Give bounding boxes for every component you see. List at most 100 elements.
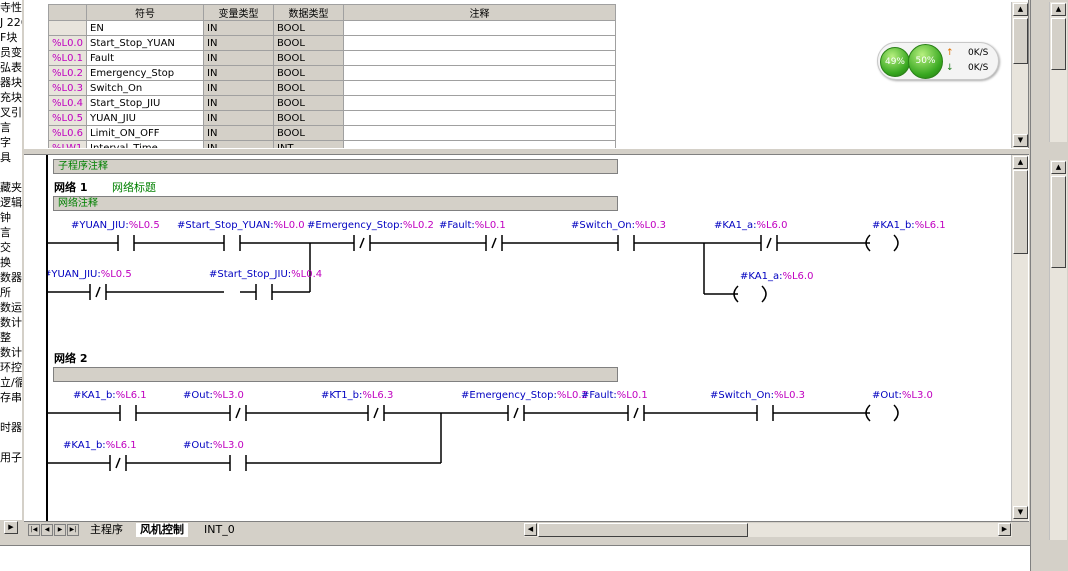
cell-var-type[interactable]: IN (203, 65, 274, 81)
cell-var-type[interactable]: IN (203, 110, 274, 126)
scroll-down-icon[interactable]: ▼ (1013, 506, 1028, 519)
cell-comment[interactable] (343, 65, 616, 81)
nc-contact[interactable] (507, 405, 525, 421)
cell-addr[interactable]: %L0.2 (48, 65, 87, 81)
cell-addr[interactable]: %L0.1 (48, 50, 87, 66)
var-table-vscrollbar[interactable]: ▲ ▼ (1011, 2, 1028, 148)
output-coil[interactable] (733, 285, 767, 303)
tree-item[interactable]: 藏夹 (0, 181, 22, 194)
no-contact[interactable] (117, 235, 135, 251)
tree-item[interactable]: 逻辑 (0, 196, 22, 209)
cell-symbol[interactable]: Switch_On (86, 80, 204, 96)
nc-contact[interactable] (109, 455, 127, 471)
tab-fan-control[interactable]: 风机控制 (136, 523, 188, 537)
hscroll-thumb[interactable] (538, 523, 748, 537)
tree-scroll-right-icon[interactable]: ▶ (4, 521, 18, 534)
cell-var-type[interactable]: IN (203, 95, 274, 111)
tree-item[interactable]: 字 (0, 136, 11, 149)
pane-splitter[interactable] (24, 148, 1029, 155)
cell-comment[interactable] (343, 20, 616, 36)
tree-item[interactable]: 时器 (0, 421, 22, 434)
cell-comment[interactable] (343, 50, 616, 66)
scroll-down-icon[interactable]: ▼ (1013, 134, 1028, 147)
no-contact[interactable] (617, 235, 635, 251)
tree-item[interactable]: 钟 (0, 211, 11, 224)
editor-vscrollbar[interactable]: ▲ ▼ (1011, 155, 1028, 521)
cell-data-type[interactable]: BOOL (273, 20, 344, 36)
cell-addr[interactable]: %L0.6 (48, 125, 87, 141)
no-contact[interactable] (229, 455, 247, 471)
ladder-editor-area[interactable]: 子程序注释 网络 1 网络标题 网络注释 网络 2 #YUAN_JIU:%L0.… (46, 155, 1011, 521)
scroll-up-icon[interactable]: ▲ (1013, 3, 1028, 16)
cell-data-type[interactable]: BOOL (273, 125, 344, 141)
col-var-type-header[interactable]: 变量类型 (203, 4, 274, 21)
nc-contact[interactable] (485, 235, 503, 251)
cell-comment[interactable] (343, 110, 616, 126)
cell-data-type[interactable]: BOOL (273, 35, 344, 51)
subroutine-comment[interactable]: 子程序注释 (53, 159, 618, 174)
tree-item[interactable]: 立/循 (0, 376, 22, 389)
cell-symbol[interactable]: Start_Stop_JIU (86, 95, 204, 111)
tree-item[interactable]: 器块 (0, 76, 22, 89)
tree-item[interactable]: 存串 (0, 391, 22, 404)
tree-item[interactable]: 叉引用 (0, 106, 22, 119)
tree-item[interactable]: J 226 (0, 16, 22, 29)
cell-comment[interactable] (343, 35, 616, 51)
cell-symbol[interactable]: Limit_ON_OFF (86, 125, 204, 141)
right-vscrollbar-bottom[interactable]: ▲ (1049, 160, 1067, 540)
cell-addr[interactable]: %L0.5 (48, 110, 87, 126)
tab-main-program[interactable]: 主程序 (90, 523, 123, 536)
last-tab-icon[interactable]: ▶| (67, 524, 79, 536)
tree-item[interactable]: 数器 (0, 271, 22, 284)
scroll-thumb[interactable] (1013, 18, 1028, 64)
tree-item[interactable]: 充块 (0, 91, 22, 104)
cell-data-type[interactable]: BOOL (273, 65, 344, 81)
cell-var-type[interactable]: IN (203, 125, 274, 141)
tree-item[interactable]: 弘表 (0, 61, 22, 74)
tab-int-0[interactable]: INT_0 (204, 523, 235, 536)
no-contact[interactable] (756, 405, 774, 421)
tree-item[interactable]: 数计算 (0, 346, 22, 359)
cell-var-type[interactable]: IN (203, 80, 274, 96)
cell-comment[interactable] (343, 95, 616, 111)
nc-contact[interactable] (89, 284, 107, 300)
tree-item[interactable]: 寺性 (0, 1, 22, 14)
scroll-thumb[interactable] (1013, 170, 1028, 254)
col-symbol-header[interactable]: 符号 (86, 4, 204, 21)
scroll-left-icon[interactable]: ◀ (524, 523, 537, 536)
next-tab-icon[interactable]: ▶ (54, 524, 66, 536)
network-1-comment[interactable]: 网络注释 (53, 196, 618, 211)
cell-addr[interactable]: %L0.3 (48, 80, 87, 96)
output-coil[interactable] (865, 234, 899, 252)
tree-item[interactable]: 所 (0, 286, 11, 299)
col-comment-header[interactable]: 注释 (343, 4, 616, 21)
cell-comment[interactable] (343, 80, 616, 96)
tree-item[interactable]: 环控制 (0, 361, 22, 374)
scroll-thumb[interactable] (1051, 176, 1066, 268)
cell-addr[interactable]: %L0.4 (48, 95, 87, 111)
no-contact[interactable] (223, 235, 241, 251)
prev-tab-icon[interactable]: ◀ (41, 524, 53, 536)
tree-item[interactable]: 言 (0, 226, 11, 239)
editor-hscrollbar[interactable]: ◀ ▶ (524, 523, 1012, 537)
output-coil[interactable] (865, 404, 899, 422)
cell-addr[interactable]: %L0.0 (48, 35, 87, 51)
nc-contact[interactable] (760, 235, 778, 251)
tree-item[interactable]: 言 (0, 121, 11, 134)
cell-data-type[interactable]: BOOL (273, 95, 344, 111)
cell-symbol[interactable]: Emergency_Stop (86, 65, 204, 81)
network-1-title[interactable]: 网络标题 (112, 181, 156, 194)
right-vscrollbar-top[interactable]: ▲ (1049, 2, 1067, 142)
tree-item[interactable]: 整 (0, 331, 11, 344)
tree-item[interactable]: 用子程 (0, 451, 22, 464)
tree-item[interactable]: 具 (0, 151, 11, 164)
col-data-type-header[interactable]: 数据类型 (273, 4, 344, 21)
tree-item[interactable]: 交 (0, 241, 11, 254)
